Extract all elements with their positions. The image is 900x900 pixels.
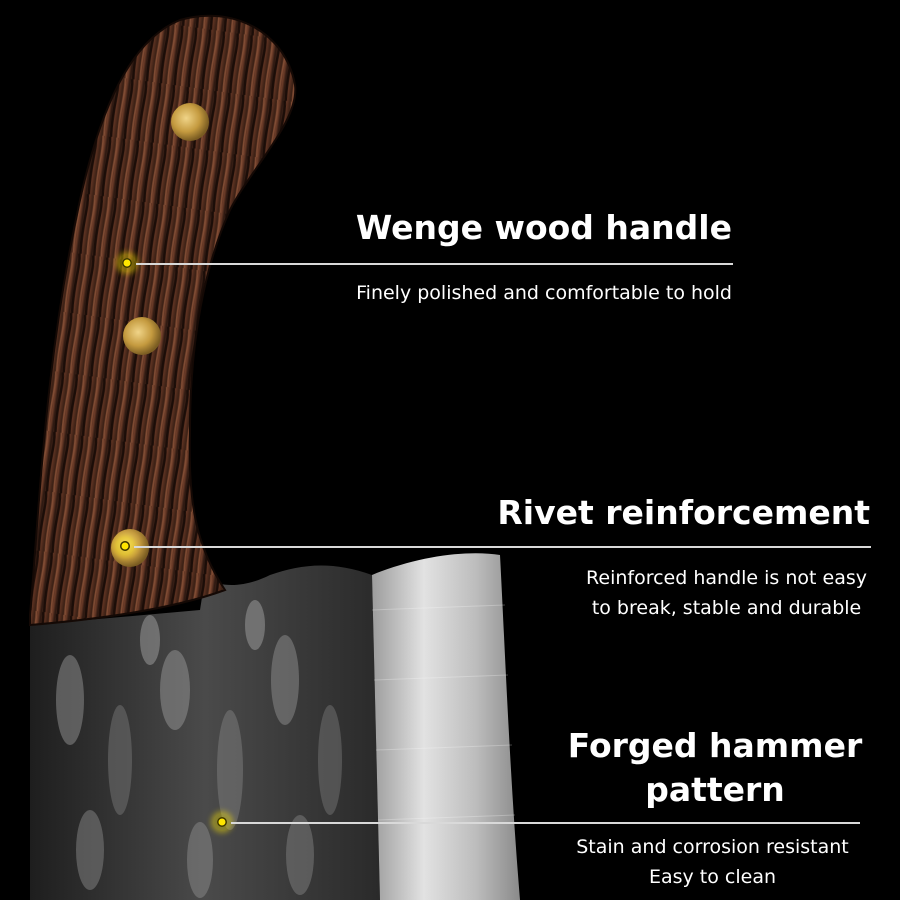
callout-desc-blade-line-2: Easy to clean [648,866,777,888]
callout-title-blade-line-2: pattern [645,770,785,809]
callout-desc-blade-line-1: Stain and corrosion resistant [576,836,849,858]
callout-desc-handle: Finely polished and comfortable to hold [356,282,732,304]
callout-dot-rivet [116,537,134,555]
callout-line-blade [231,822,860,824]
blade-polished-section [372,553,520,900]
hammer-marks [56,600,342,898]
callout-line-rivet [134,546,871,548]
callout-dot-handle [118,254,136,272]
callout-desc-rivet-line-2: to break, stable and durable [591,597,862,619]
rivet-top [171,103,209,141]
callout-title-blade: Forged hammer pattern [560,724,870,812]
callout-desc-rivet: Reinforced handle is not easy to break, … [586,563,867,623]
callout-title-rivet: Rivet reinforcement [497,493,870,532]
callout-line-handle [136,263,733,265]
callout-title-blade-line-1: Forged hammer [567,726,863,765]
callout-desc-rivet-line-1: Reinforced handle is not easy [586,567,867,589]
rivet-bottom [111,529,149,567]
wenge-wood-handle [29,14,297,627]
callout-desc-blade: Stain and corrosion resistant Easy to cl… [540,832,885,892]
blade-polish-lines [371,604,516,821]
rivet-middle [123,317,161,355]
callout-title-handle: Wenge wood handle [355,208,732,247]
callout-dot-blade [213,813,231,831]
